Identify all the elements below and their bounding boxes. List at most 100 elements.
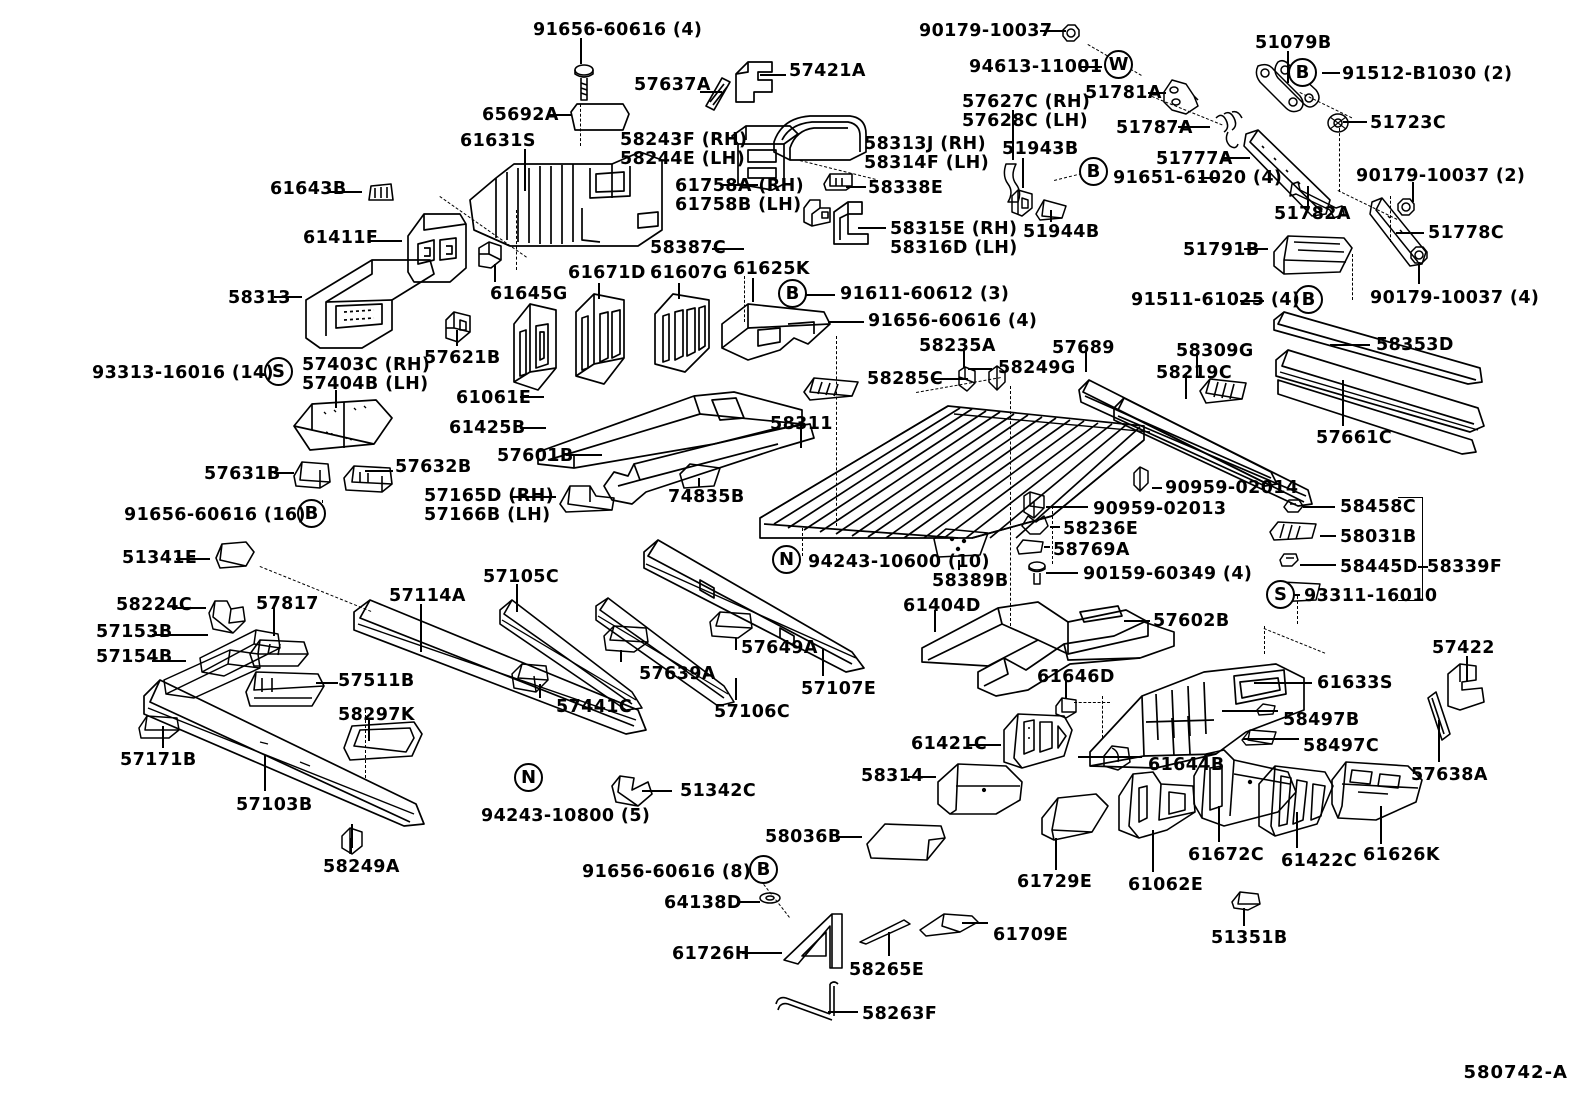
part-label-51777a[interactable]: 51777A [1156, 149, 1233, 169]
part-label-57107e[interactable]: 57107E [801, 679, 877, 699]
part-label-57153b[interactable]: 57153B [96, 622, 173, 642]
part-label-61644b[interactable]: 61644B [1148, 755, 1225, 775]
part-label-51341e[interactable]: 51341E [122, 548, 198, 568]
part-label-91656-60616-4[interactable]: 91656-60616 (4) [868, 311, 1038, 331]
part-label-57404b-lh[interactable]: 57404B (LH) [302, 374, 429, 394]
part-label-90179-10037[interactable]: 90179-10037 [919, 21, 1053, 41]
part-label-57511b[interactable]: 57511B [338, 671, 415, 691]
part-label-90179-10037-4[interactable]: 90179-10037 (4) [1370, 288, 1540, 308]
part-label-94243-10600-10[interactable]: 94243-10600 (10) [808, 552, 990, 572]
part-label-58244e-lh[interactable]: 58244E (LH) [620, 149, 746, 169]
part-label-57441c[interactable]: 57441C [556, 697, 633, 717]
part-label-57628c-lh[interactable]: 57628C (LH) [962, 111, 1089, 131]
part-label-57403c-rh[interactable]: 57403C (RH) [302, 355, 431, 375]
part-label-94243-10800-5[interactable]: 94243-10800 (5) [481, 806, 651, 826]
part-label-57422[interactable]: 57422 [1432, 638, 1495, 658]
part-label-51079b[interactable]: 51079B [1255, 33, 1332, 53]
part-label-57601b[interactable]: 57601B [497, 446, 574, 466]
part-label-58314[interactable]: 58314 [861, 766, 924, 786]
part-label-94613-11001[interactable]: 94613-11001 [969, 57, 1103, 77]
part-label-51944b[interactable]: 51944B [1023, 222, 1100, 242]
part-label-51778c[interactable]: 51778C [1428, 223, 1505, 243]
part-label-61625k[interactable]: 61625K [733, 259, 810, 279]
part-label-61631s[interactable]: 61631S [460, 131, 536, 151]
part-label-58389b[interactable]: 58389B [932, 571, 1009, 591]
part-label-57661c[interactable]: 57661C [1316, 428, 1393, 448]
part-label-91512-b1030-2[interactable]: 91512-B1030 (2) [1342, 64, 1513, 84]
part-label-91656-60616-16[interactable]: 91656-60616 (16) [124, 505, 306, 525]
part-label-57103b[interactable]: 57103B [236, 795, 313, 815]
part-label-57632b[interactable]: 57632B [395, 457, 472, 477]
part-label-57421a[interactable]: 57421A [789, 61, 866, 81]
part-label-51351b[interactable]: 51351B [1211, 928, 1288, 948]
part-label-51943b[interactable]: 51943B [1002, 139, 1079, 159]
part-label-65692a[interactable]: 65692A [482, 105, 559, 125]
part-label-58458c[interactable]: 58458C [1340, 497, 1417, 517]
part-label-58219c[interactable]: 58219C [1156, 363, 1233, 383]
part-label-58031b[interactable]: 58031B [1340, 527, 1417, 547]
part-label-57105c[interactable]: 57105C [483, 567, 560, 587]
part-label-58243f-rh[interactable]: 58243F (RH) [620, 130, 748, 150]
part-label-93313-16016-14[interactable]: 93313-16016 (14) [92, 363, 274, 383]
part-label-58353d[interactable]: 58353D [1376, 335, 1454, 355]
part-label-58263f[interactable]: 58263F [862, 1004, 938, 1024]
part-label-57171b[interactable]: 57171B [120, 750, 197, 770]
part-label-58314f-lh[interactable]: 58314F (LH) [864, 153, 990, 173]
part-label-61421c[interactable]: 61421C [911, 734, 988, 754]
part-label-61758b-lh[interactable]: 61758B (LH) [675, 195, 802, 215]
part-label-61062e[interactable]: 61062E [1128, 875, 1204, 895]
part-label-61411f[interactable]: 61411F [303, 228, 379, 248]
part-label-51781a[interactable]: 51781A [1085, 83, 1162, 103]
part-label-58313j-rh[interactable]: 58313J (RH) [864, 134, 987, 154]
part-label-51791b[interactable]: 51791B [1183, 240, 1260, 260]
part-label-91656-60616-8[interactable]: 91656-60616 (8) [582, 862, 752, 882]
part-label-51787a[interactable]: 51787A [1116, 118, 1193, 138]
part-label-58236e[interactable]: 58236E [1063, 519, 1139, 539]
part-label-57689[interactable]: 57689 [1052, 338, 1115, 358]
part-label-57639a[interactable]: 57639A [639, 664, 716, 684]
part-label-58265e[interactable]: 58265E [849, 960, 925, 980]
part-label-61404d[interactable]: 61404D [903, 596, 981, 616]
part-label-57817[interactable]: 57817 [256, 594, 319, 614]
part-label-58445d[interactable]: 58445D [1340, 557, 1418, 577]
part-label-61709e[interactable]: 61709E [993, 925, 1069, 945]
part-label-57638a[interactable]: 57638A [1411, 765, 1488, 785]
part-label-91511-61025-4[interactable]: 91511-61025 (4) [1131, 290, 1301, 310]
part-label-58339f[interactable]: 58339F [1427, 557, 1503, 577]
part-label-51723c[interactable]: 51723C [1370, 113, 1447, 133]
part-label-57649a[interactable]: 57649A [741, 638, 818, 658]
part-label-61646d[interactable]: 61646D [1037, 667, 1115, 687]
part-label-61758a-rh[interactable]: 61758A (RH) [675, 176, 805, 196]
part-label-57165d-rh[interactable]: 57165D (RH) [424, 486, 555, 506]
part-label-61626k[interactable]: 61626K [1363, 845, 1440, 865]
part-label-57166b-lh[interactable]: 57166B (LH) [424, 505, 551, 525]
part-label-51342c[interactable]: 51342C [680, 781, 757, 801]
part-label-61729e[interactable]: 61729E [1017, 872, 1093, 892]
part-label-58249a[interactable]: 58249A [323, 857, 400, 877]
part-label-93311-16010[interactable]: 93311-16010 [1304, 586, 1438, 606]
part-label-90179-10037-2[interactable]: 90179-10037 (2) [1356, 166, 1526, 186]
part-label-61672c[interactable]: 61672C [1188, 845, 1265, 865]
part-label-57154b[interactable]: 57154B [96, 647, 173, 667]
part-label-58249g[interactable]: 58249G [998, 358, 1076, 378]
part-label-61633s[interactable]: 61633S [1317, 673, 1393, 693]
part-label-57631b[interactable]: 57631B [204, 464, 281, 484]
part-label-58315e-rh[interactable]: 58315E (RH) [890, 219, 1018, 239]
part-label-58497c[interactable]: 58497C [1303, 736, 1380, 756]
part-label-58297k[interactable]: 58297K [338, 705, 415, 725]
part-label-58235a[interactable]: 58235A [919, 336, 996, 356]
part-label-91656-60616-4[interactable]: 91656-60616 (4) [533, 20, 703, 40]
part-label-57627c-rh[interactable]: 57627C (RH) [962, 92, 1091, 112]
part-label-61643b[interactable]: 61643B [270, 179, 347, 199]
part-label-57114a[interactable]: 57114A [389, 586, 466, 606]
part-label-51782a[interactable]: 51782A [1274, 204, 1351, 224]
part-label-61726h[interactable]: 61726H [672, 944, 750, 964]
part-label-61425b[interactable]: 61425B [449, 418, 526, 438]
part-label-58036b[interactable]: 58036B [765, 827, 842, 847]
part-label-58387c[interactable]: 58387C [650, 238, 727, 258]
part-label-58224c[interactable]: 58224C [116, 595, 193, 615]
part-label-90959-02013[interactable]: 90959-02013 [1093, 499, 1227, 519]
part-label-58285c[interactable]: 58285C [867, 369, 944, 389]
part-label-58309g[interactable]: 58309G [1176, 341, 1254, 361]
part-label-58313[interactable]: 58313 [228, 288, 291, 308]
